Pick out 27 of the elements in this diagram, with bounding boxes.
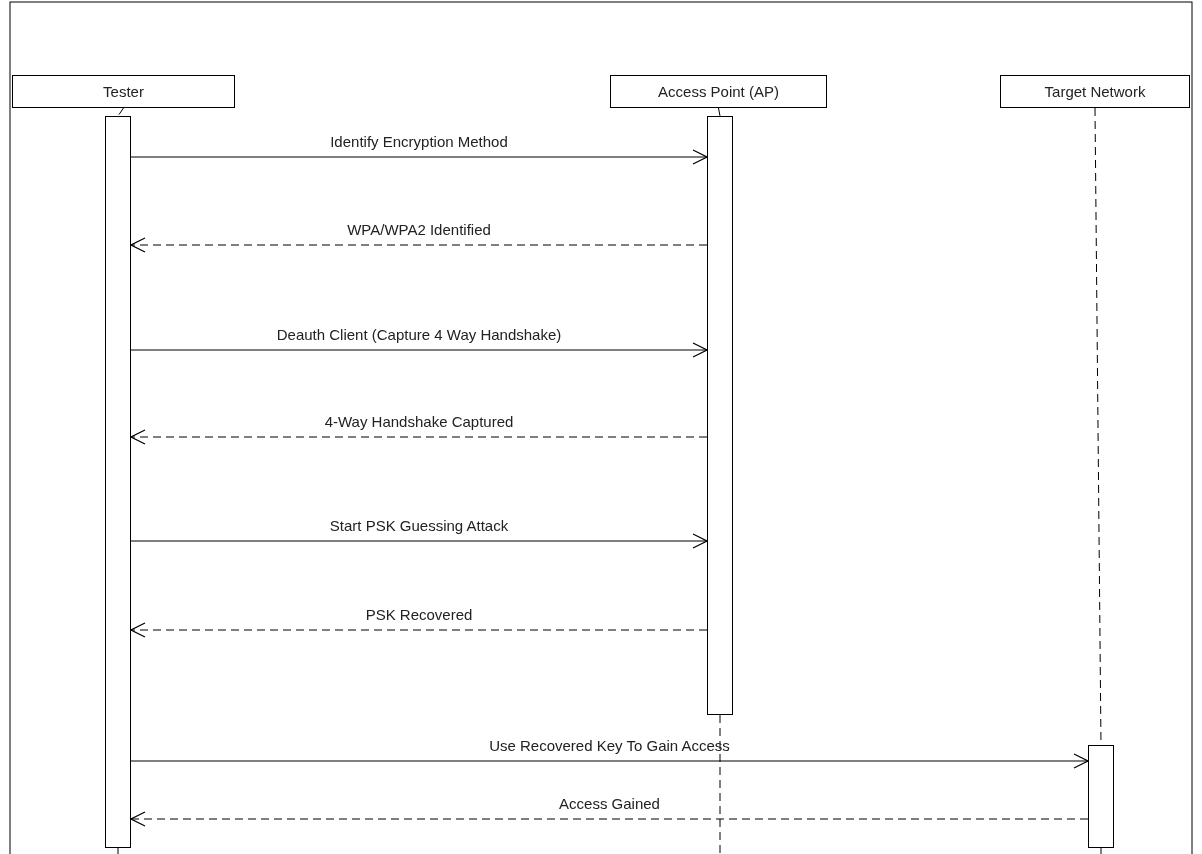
return-message-arrow [130,811,1089,827]
message-label: PSK Recovered [365,606,473,623]
activation-bar [1088,745,1114,848]
lifeline [718,107,721,117]
lifeline [117,107,124,117]
return-message-arrow [130,622,708,638]
message-arrow [130,342,708,358]
participant-name: Target Network [1044,83,1146,100]
message-arrow [130,753,1089,769]
message-label: WPA/WPA2 Identified [347,221,491,238]
return-message-arrow [130,237,708,253]
message-label: Deauth Client (Capture 4 Way Handshake) [276,326,562,343]
message-arrow [130,149,708,165]
message-label: Use Recovered Key To Gain Access [489,737,730,754]
participant-name: Tester [103,83,144,100]
activation-bar [707,116,733,715]
activation-bar [105,116,131,848]
message-arrow [130,533,708,549]
lifeline-header [610,75,827,108]
message-label: Access Gained [559,795,660,812]
message-label: 4-Way Handshake Captured [324,413,514,430]
message-label: Identify Encryption Method [330,133,508,150]
return-message-arrow [130,429,708,445]
participant-name: Access Point (AP) [658,83,779,100]
lifeline-header [1000,75,1190,108]
lifeline-header [12,75,235,108]
message-label: Start PSK Guessing Attack [329,517,509,534]
